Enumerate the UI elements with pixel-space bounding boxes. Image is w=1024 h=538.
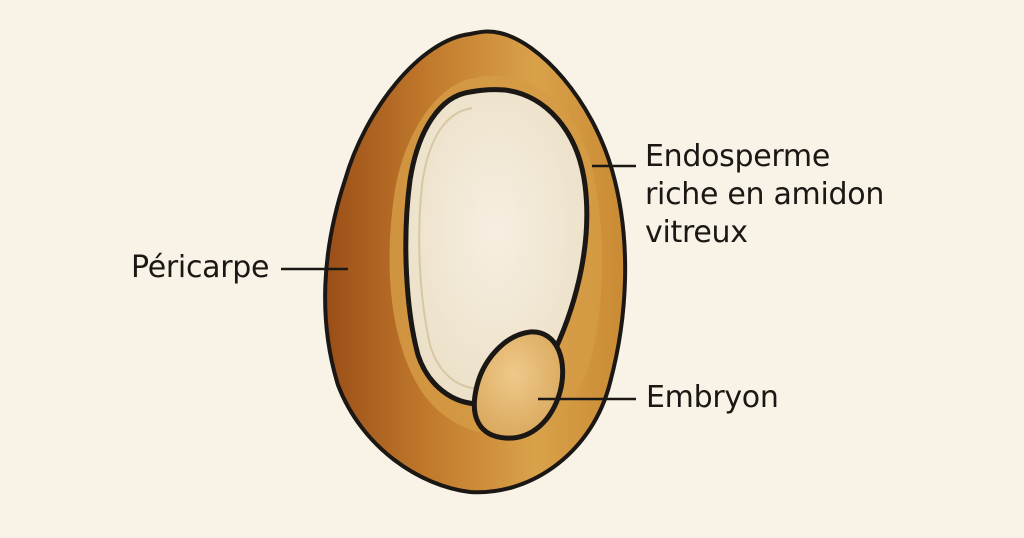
label-endosperme-line-1: Endosperme — [645, 139, 830, 174]
label-embryon-text: Embryon — [646, 380, 779, 415]
label-endosperme-line-3: vitreux — [645, 215, 748, 250]
label-pericarpe-text: Péricarpe — [131, 250, 270, 285]
label-endosperme: Endosperme riche en amidon vitreux — [645, 138, 884, 252]
label-endosperme-line-2: riche en amidon — [645, 177, 885, 212]
label-pericarpe: Péricarpe — [131, 249, 269, 287]
label-embryon: Embryon — [646, 379, 779, 417]
embryo-shape — [471, 329, 566, 441]
endosperm-inner-line — [418, 107, 481, 390]
